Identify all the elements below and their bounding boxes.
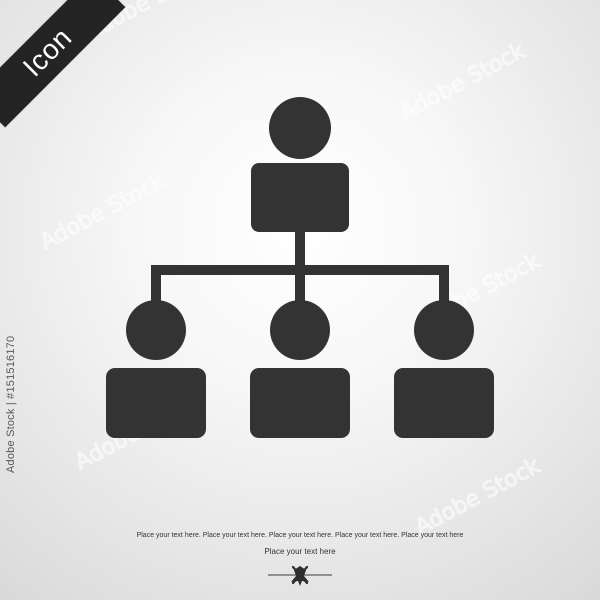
caption-line-1: Place your text here. Place your text he… (136, 532, 464, 539)
ornament-icon (263, 562, 337, 588)
stock-image-id: Adobe Stock | #151516170 (5, 335, 17, 473)
caption-line-2: Place your text here (264, 547, 336, 556)
